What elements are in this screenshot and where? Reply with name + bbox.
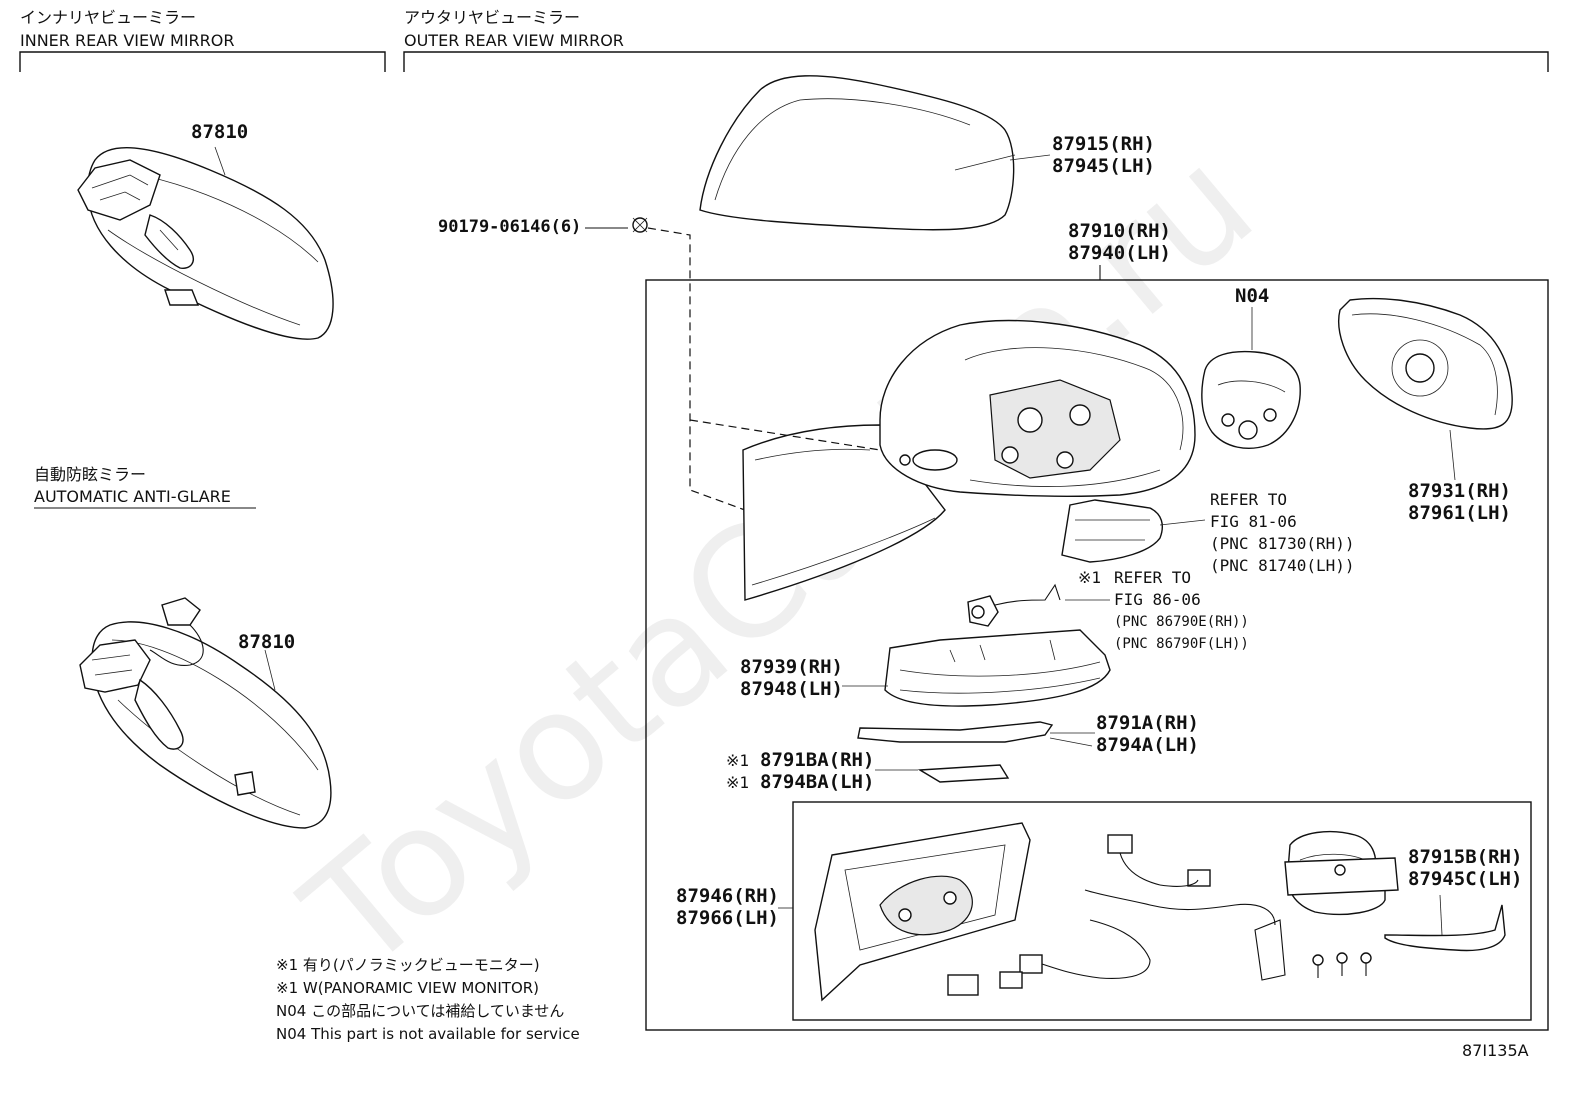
screw-part-number: 90179-06146(6) — [438, 217, 582, 237]
lamp-reference-line-2: FIG 81-06 — [1210, 512, 1297, 531]
camera-footnote-mark: ※1 — [1078, 568, 1102, 587]
bracket-lh-footnote-mark: ※1 — [726, 773, 750, 792]
retractor-lh-part-number: 87945C(LH) — [1408, 868, 1523, 890]
bracket-drawing — [875, 764, 1010, 783]
glass-rh-part-number: 87931(RH) — [1408, 480, 1511, 502]
leader-lines — [1009, 154, 1093, 747]
auto-section-title-en: AUTOMATIC ANTI-GLARE — [34, 487, 231, 506]
auto-mirror-part-number: 87810 — [238, 631, 296, 653]
camera-reference-line-4: (PNC 86790F(LH)) — [1114, 636, 1249, 652]
outer-section-bracket — [403, 51, 1549, 72]
inner-mirror-drawing — [77, 146, 334, 340]
inner-section-title-ja: インナリヤビューミラー — [20, 8, 197, 27]
lamp-reference-line-1: REFER TO — [1210, 490, 1288, 509]
side-lamp-drawing — [1061, 499, 1206, 563]
camera-drawing — [967, 583, 1110, 627]
retractor-rh-part-number: 87915B(RH) — [1408, 846, 1523, 868]
retractor-motor-drawing — [1284, 830, 1399, 915]
garnish-lh-part-number: 8794A(LH) — [1096, 734, 1199, 756]
lower-cover-drawing — [842, 629, 1111, 707]
mirror-glass-rh-drawing — [1338, 297, 1513, 481]
wire-harness-drawing — [947, 834, 1286, 996]
bracket-rh-part-number: 8791BA(RH) — [760, 749, 875, 771]
body-rh-part-number: 87946(RH) — [676, 885, 779, 907]
retractor-frame — [778, 801, 1532, 1021]
camera-reference-line-2: FIG 86-06 — [1114, 590, 1201, 609]
footnote-n04-ja: N04 この部品については補給していません — [276, 1002, 565, 1020]
footnote-1-en: ※1 W(PANORAMIC VIEW MONITOR) — [276, 979, 540, 997]
assy-rh-part-number: 87910(RH) — [1068, 220, 1171, 242]
glass-lh-part-number: 87961(LH) — [1408, 502, 1511, 524]
lamp-reference-line-4: (PNC 81740(LH)) — [1210, 556, 1355, 575]
cover-lh-part-number: 87945(LH) — [1052, 155, 1155, 177]
inner-section-title-en: INNER REAR VIEW MIRROR — [20, 31, 235, 50]
assembly-frame — [645, 265, 1549, 1031]
garnish-rh-part-number: 8791A(RH) — [1096, 712, 1199, 734]
camera-reference-line-1: REFER TO — [1114, 568, 1192, 587]
footnote-1-ja: ※1 有り(パノラミックビューモニター) — [276, 956, 540, 974]
n04-label: N04 — [1235, 285, 1270, 307]
auto-mirror-drawing — [79, 597, 332, 829]
footnote-n04-en: N04 This part is not available for servi… — [276, 1025, 580, 1043]
screw-drawing — [585, 217, 746, 511]
screws-drawing — [1312, 952, 1372, 978]
outer-section-title-en: OUTER REAR VIEW MIRROR — [404, 31, 624, 50]
mirror-body-drawing — [814, 822, 1031, 1002]
body-lh-part-number: 87966(LH) — [676, 907, 779, 929]
camera-reference-line-3: (PNC 86790E(RH)) — [1114, 614, 1249, 630]
inner-mirror-part-number: 87810 — [191, 121, 249, 143]
cover-rh-part-number: 87915(RH) — [1052, 133, 1155, 155]
lamp-reference-line-3: (PNC 81730(RH)) — [1210, 534, 1355, 553]
mirror-housing-drawing — [879, 319, 1196, 497]
outer-section-title-ja: アウタリヤビューミラー — [404, 8, 581, 27]
assy-lh-part-number: 87940(LH) — [1068, 242, 1171, 264]
lower-cover-rh-part-number: 87939(RH) — [740, 656, 843, 678]
figure-id: 87I135A — [1462, 1041, 1529, 1060]
inner-section-bracket — [19, 51, 386, 72]
bracket-lh-part-number: 8794BA(LH) — [760, 771, 875, 793]
auto-section-title-ja: 自動防眩ミラー — [34, 465, 147, 484]
bracket-rh-footnote-mark: ※1 — [726, 751, 750, 770]
n04-actuator-drawing — [1201, 307, 1301, 449]
retractor-cover-drawing — [1384, 894, 1506, 952]
cover-drawing — [699, 75, 1016, 231]
lower-cover-lh-part-number: 87948(LH) — [740, 678, 843, 700]
garnish-drawing — [857, 721, 1095, 743]
